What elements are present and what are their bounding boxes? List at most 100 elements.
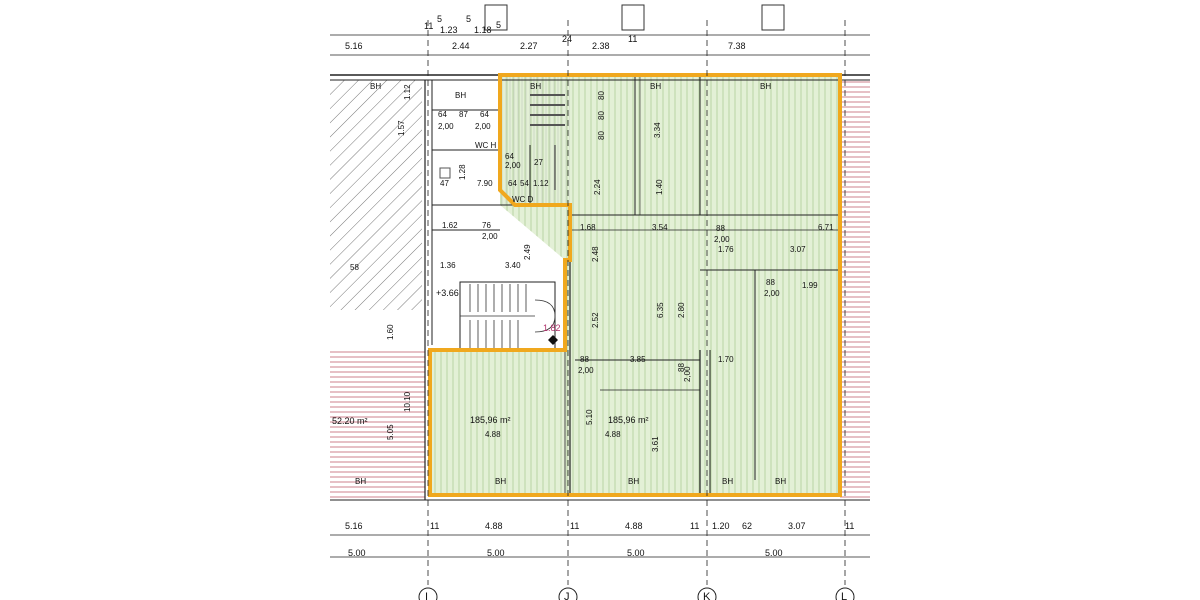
- dim-bottom-500a: 5.00: [348, 548, 366, 558]
- stair-treads: [460, 284, 558, 348]
- dim-200b: 2,00: [475, 122, 491, 131]
- dim-64a: 64: [438, 110, 447, 119]
- dim-128: 1.28: [458, 164, 467, 180]
- dim-200g: 2,00: [683, 366, 692, 382]
- dim-bottom-500d: 5.00: [765, 548, 783, 558]
- area-left-neighbor: 52.20 m²: [332, 416, 368, 426]
- dim-bottom-11b: 11: [570, 521, 579, 531]
- room-label-wc-d: WC D: [512, 195, 534, 204]
- dim-334: 3.34: [653, 122, 662, 138]
- axis-circle-l: [835, 587, 855, 600]
- dim-170: 1.70: [718, 355, 734, 364]
- dim-340: 3.40: [505, 261, 521, 270]
- dim-88d: 88: [677, 363, 686, 372]
- dim-307: 3.07: [790, 245, 806, 254]
- dim-88c: 88: [580, 355, 589, 364]
- dim-bottom-488b: 4.88: [625, 521, 643, 531]
- dim-87: 87: [459, 110, 468, 119]
- dim-top-11b: 11: [628, 34, 637, 44]
- dim-140: 1.40: [655, 179, 664, 195]
- room-label-bh-neighbor-bottom: BH: [355, 477, 366, 486]
- dim-bottom-500b: 5.00: [487, 548, 505, 558]
- dim-bottom-488a: 4.88: [485, 521, 503, 531]
- dimension-lines: [330, 20, 870, 585]
- dim-bottom-11d: 11: [845, 521, 854, 531]
- dim-64d: 64: [505, 152, 514, 161]
- dim-112b: 1.12: [533, 179, 549, 188]
- dim-64b: 64: [480, 110, 489, 119]
- area-unit-left: 185,96 m²: [470, 415, 511, 425]
- dim-361: 3.61: [651, 436, 660, 452]
- neighbor-area-right: [840, 80, 870, 500]
- dim-top-244: 2.44: [452, 41, 470, 51]
- dim-80c: 80: [597, 131, 606, 140]
- dim-1010: 10.10: [403, 391, 412, 412]
- room-label-bh-neighbor-top: BH: [370, 82, 381, 91]
- axis-circle-i: [418, 587, 438, 600]
- interior-dimension-labels: 64 87 64 2,00 2,00 1.57 1.12 1.28 47 7.9…: [350, 84, 834, 452]
- dim-top-11: 11: [424, 21, 433, 31]
- dim-790: 7.90: [477, 179, 493, 188]
- stair-level: 1.82: [543, 323, 561, 333]
- dim-top-118: 1.18: [474, 25, 492, 35]
- dim-88b: 88: [766, 278, 775, 287]
- dim-488b: 4.88: [605, 430, 621, 439]
- unit-areas: [430, 75, 840, 495]
- dim-200e: 2,00: [764, 289, 780, 298]
- dim-top-5b: 5: [466, 14, 471, 24]
- neighbor-hatch-right: [840, 80, 870, 500]
- dim-47: 47: [440, 179, 449, 188]
- dim-200c: 2,00: [482, 232, 498, 241]
- room-label-bh-6: BH: [722, 477, 733, 486]
- dim-top-516: 5.16: [345, 41, 363, 51]
- dim-249: 2.49: [523, 244, 532, 260]
- dim-488a: 4.88: [485, 430, 501, 439]
- room-label-wc-h: WC H: [475, 141, 497, 150]
- dim-bottom-62: 62: [742, 521, 752, 531]
- room-label-bh-2: BH: [650, 82, 661, 91]
- room-label-bh-4: BH: [495, 477, 506, 486]
- axis-circle-k: [697, 587, 717, 600]
- dim-88a: 88: [716, 224, 725, 233]
- dim-199: 1.99: [802, 281, 818, 290]
- dim-252: 2.52: [591, 312, 600, 328]
- dim-505: 5.05: [386, 424, 395, 440]
- axis-label-l: L: [841, 591, 847, 600]
- roof-hatches: [484, 4, 785, 31]
- dim-80a: 80: [597, 91, 606, 100]
- dim-76: 76: [482, 221, 491, 230]
- dim-bottom-120: 1.20: [712, 521, 730, 531]
- dim-200h: 2,00: [505, 161, 521, 170]
- grid-axis-markers: [418, 587, 855, 600]
- dim-bottom-11a: 11: [430, 521, 439, 531]
- dim-200a: 2,00: [438, 122, 454, 131]
- area-unit-right: 185,96 m²: [608, 415, 649, 425]
- neighbor-hatch-grey: [330, 80, 422, 310]
- dim-160: 1.60: [386, 324, 395, 340]
- room-label-bh-3: BH: [760, 82, 771, 91]
- dim-280: 2.80: [677, 302, 686, 318]
- room-label-bh-wc: BH: [455, 91, 466, 100]
- dim-136: 1.36: [440, 261, 456, 270]
- dim-top-5a: 5: [437, 14, 442, 24]
- dim-top-5c: 5: [496, 20, 501, 30]
- dim-162: 1.62: [442, 221, 458, 230]
- neighbor-hatch-red: [330, 350, 425, 500]
- dim-200f: 2,00: [578, 366, 594, 375]
- dim-27: 27: [534, 158, 543, 167]
- dim-671: 6.71: [818, 223, 834, 232]
- axis-label-i: I: [425, 591, 428, 600]
- dim-112: 1.12: [403, 84, 412, 100]
- dim-224: 2.24: [593, 179, 602, 195]
- core-area: [425, 80, 500, 350]
- dim-top-24: 24: [562, 34, 572, 44]
- sanitary-fixtures: [439, 94, 565, 179]
- dim-top-238: 2.38: [592, 41, 610, 51]
- dim-bottom-307: 3.07: [788, 521, 806, 531]
- dim-top-227: 2.27: [520, 41, 538, 51]
- dim-157: 1.57: [397, 120, 406, 136]
- dim-200d: 2,00: [714, 235, 730, 244]
- dim-248: 2.48: [591, 246, 600, 262]
- room-label-bh-1: BH: [530, 82, 541, 91]
